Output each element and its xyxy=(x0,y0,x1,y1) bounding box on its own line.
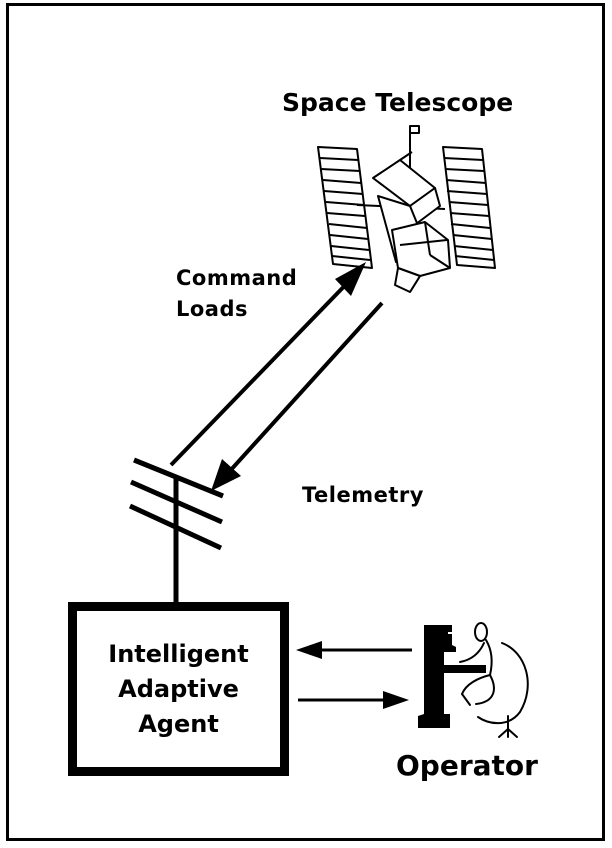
left-solar-panel xyxy=(317,146,373,269)
agent-label-line2: Adaptive xyxy=(118,674,239,703)
command-loads-label-line1: Command xyxy=(176,266,298,290)
telescope-antenna xyxy=(409,125,420,168)
right-solar-panel xyxy=(442,146,496,269)
operator-figure xyxy=(459,622,529,738)
workstation-silhouette xyxy=(418,625,486,728)
space-telescope-icon xyxy=(317,125,496,293)
operator-workstation-icon xyxy=(418,622,529,738)
antenna-icon xyxy=(128,457,224,602)
agent-label-line3: Agent xyxy=(138,709,219,738)
operator-label: Operator xyxy=(396,749,538,782)
intelligent-adaptive-agent-box: Intelligent Adaptive Agent xyxy=(68,602,289,776)
command-loads-label-line2: Loads xyxy=(176,297,249,321)
telemetry-arrow xyxy=(227,301,384,474)
agent-to-operator-arrowhead xyxy=(383,691,409,709)
telemetry-label: Telemetry xyxy=(302,483,424,507)
agent-label-line1: Intelligent xyxy=(108,639,249,668)
operator-to-agent-arrowhead xyxy=(296,641,322,659)
figure-frame xyxy=(6,3,605,841)
telescope-body xyxy=(356,151,451,293)
telemetry-arrowhead xyxy=(211,459,241,491)
command-loads-arrow xyxy=(169,271,359,467)
space-telescope-label: Space Telescope xyxy=(282,88,514,117)
command-loads-arrowhead xyxy=(335,262,366,296)
